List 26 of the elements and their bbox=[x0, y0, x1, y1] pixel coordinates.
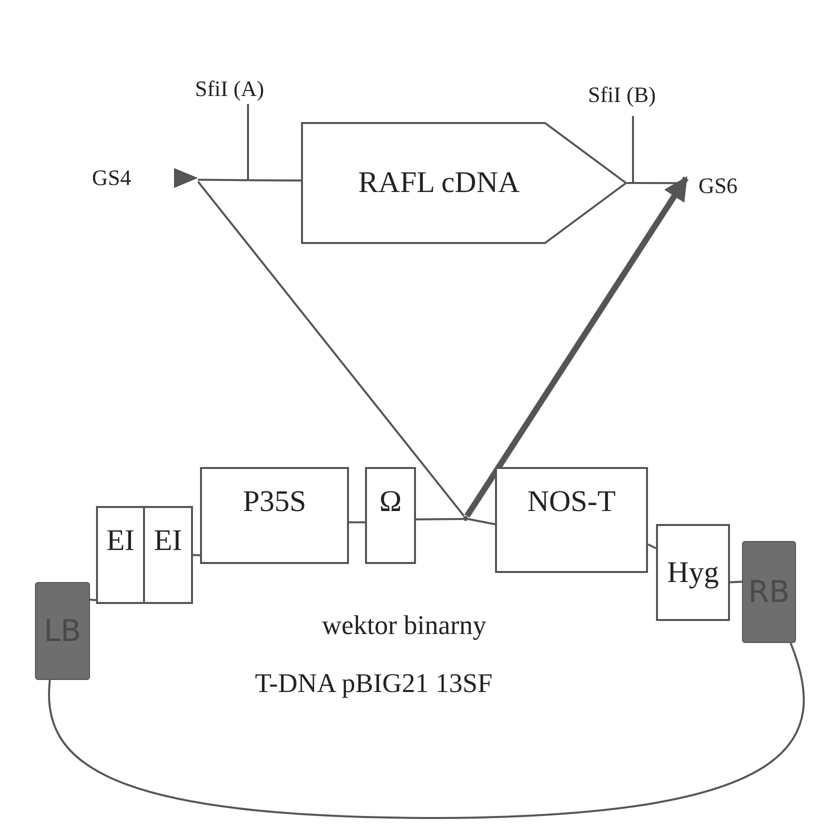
connector-line bbox=[197, 180, 465, 517]
vector-element-box: Ω bbox=[365, 467, 416, 564]
vector-element-box: P35S bbox=[200, 467, 349, 564]
vector-element-box: EI bbox=[143, 506, 193, 604]
restriction-site-label: SfiI (B) bbox=[588, 82, 656, 108]
junction-point bbox=[463, 516, 468, 521]
vector-element-box: EI bbox=[96, 506, 145, 604]
connector-line bbox=[648, 543, 656, 550]
connector-line bbox=[192, 554, 200, 556]
vector-label: wektor binarny bbox=[322, 610, 486, 641]
cdna-insert-arrow bbox=[301, 122, 627, 244]
connector-line bbox=[90, 598, 96, 602]
vector-element-box: NOS-T bbox=[495, 467, 648, 573]
primer-name: GS4 bbox=[92, 165, 132, 191]
arrow bbox=[464, 176, 689, 518]
connector-line bbox=[730, 580, 742, 584]
insert-name: RAFL cDNA bbox=[358, 166, 520, 200]
connector-line bbox=[48, 642, 804, 819]
connector-line bbox=[416, 518, 463, 520]
connector-line bbox=[468, 518, 496, 526]
vector-element-box: Hyg bbox=[656, 524, 730, 621]
connector-line bbox=[349, 521, 365, 524]
construct-label: T-DNA pBIG21 13SF bbox=[255, 668, 493, 699]
restriction-site-label: SfiI (A) bbox=[195, 76, 264, 102]
connector-line bbox=[198, 178, 301, 182]
primer-label: GS6 bbox=[686, 168, 750, 204]
